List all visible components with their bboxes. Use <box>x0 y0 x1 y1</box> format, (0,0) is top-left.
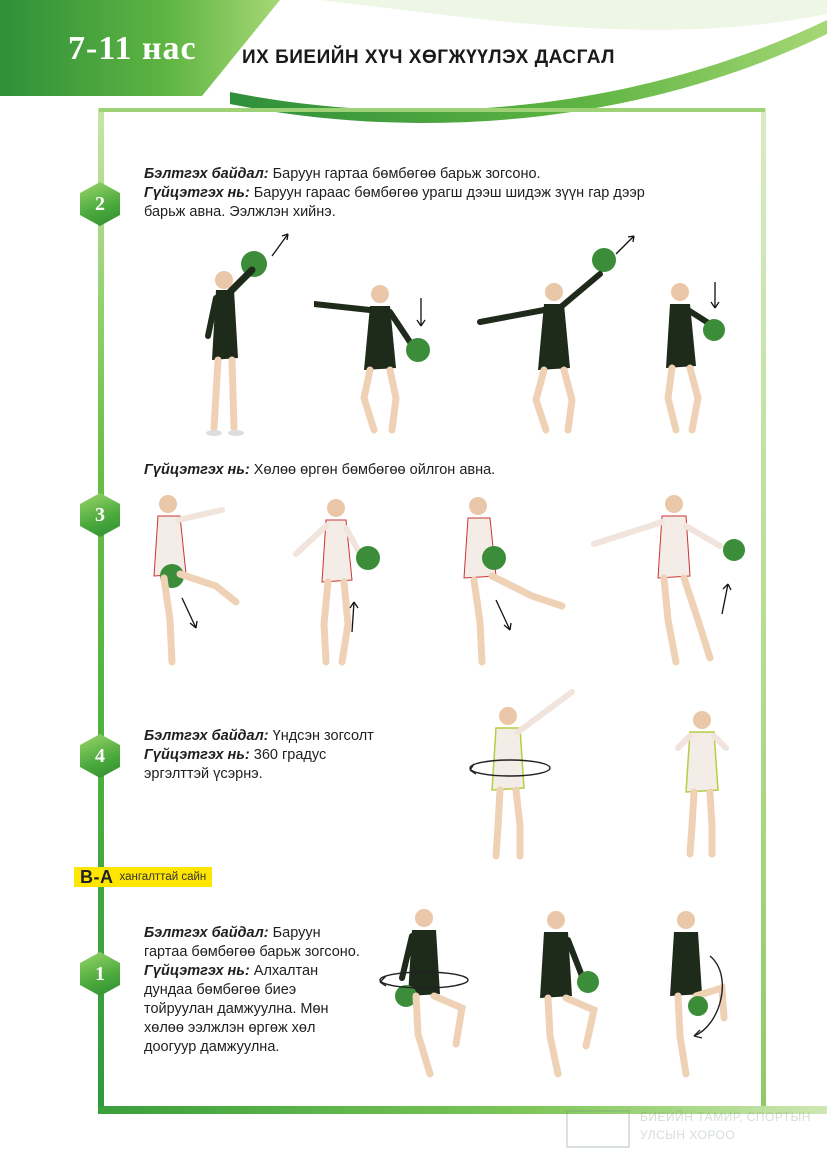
ball-icon <box>577 971 599 993</box>
arrow-up-icon <box>721 583 732 615</box>
watermark-logo-icon <box>566 1110 630 1148</box>
exercise-2-description: Бэлтгэх байдал: Баруун гартаа бөмбөгөө б… <box>144 166 645 220</box>
frame-bottom-rule <box>98 1106 827 1114</box>
grade-description: хангалттай сайн <box>119 871 207 883</box>
arrow-down-icon <box>181 597 198 629</box>
ball-icon <box>395 985 417 1007</box>
gymnast-figure-light <box>469 689 575 860</box>
grade-letter: B-A <box>80 866 114 887</box>
arrow-up-icon <box>615 235 635 255</box>
exercise-number-badge: 1 <box>80 952 120 996</box>
ball-icon <box>723 539 745 561</box>
gymnast-figure-dark <box>379 909 469 1078</box>
ball-icon <box>703 319 725 341</box>
ball-icon <box>406 338 430 362</box>
gymnast-figure-light <box>293 499 380 666</box>
frame-top-rule <box>99 108 765 112</box>
ball-icon <box>482 546 506 570</box>
arrow-down-icon <box>710 282 720 309</box>
gymnast-figure-dark <box>540 911 599 1078</box>
frame-right-rule <box>761 108 766 1112</box>
arrow-down-icon <box>495 599 512 631</box>
arrow-down-icon <box>416 298 426 327</box>
frame-left-rule <box>98 108 104 1112</box>
arrow-up-icon <box>271 233 289 257</box>
gymnast-figure-dark <box>670 911 728 1078</box>
grade-badge: B-A хангалттай сайн <box>74 866 213 887</box>
header-swoosh <box>0 0 827 123</box>
ball-icon <box>356 546 380 570</box>
exercise-4-description: Бэлтгэх байдал: Үндсэн зогсолт Гүйцэтгэх… <box>144 728 374 782</box>
exercise-3-description: Гүйцэтгэх нь: Хөлөө өргөн бөмбөгөө ойлго… <box>144 462 496 478</box>
gymnast-figure-dark <box>314 285 430 434</box>
watermark: БИЕИЙН ТАМИР, СПОРТЫН УЛСЫН ХОРОО <box>566 1108 827 1148</box>
arrow-up-icon <box>349 601 359 633</box>
page-title: ИХ БИЕИЙН ХҮЧ ХӨГЖҮҮЛЭХ ДАСГАЛ <box>242 47 615 68</box>
gymnast-figure-light <box>153 495 240 666</box>
age-label: 7-11 нас <box>68 30 197 67</box>
ball-icon <box>688 996 708 1016</box>
ball-icon <box>592 248 616 272</box>
gymnast-figure-light <box>675 711 729 858</box>
gymnast-figure-dark <box>205 251 267 436</box>
gymnast-figure-dark <box>477 248 616 434</box>
exercise-number-badge: 3 <box>80 493 120 537</box>
exercise-1-description: Бэлтгэх байдал: Баруун гартаа бөмбөгөө б… <box>144 925 360 1055</box>
gymnast-figure-light <box>463 497 566 666</box>
header: 7-11 нас ИХ БИЕИЙН ХҮЧ ХӨГЖҮҮЛЭХ ДАСГАЛ <box>0 0 827 140</box>
gymnast-figure-light <box>591 495 745 666</box>
gymnast-figure-dark <box>664 283 725 434</box>
exercise-number-badge: 4 <box>80 734 120 778</box>
exercise-number-badge: 2 <box>80 182 120 226</box>
